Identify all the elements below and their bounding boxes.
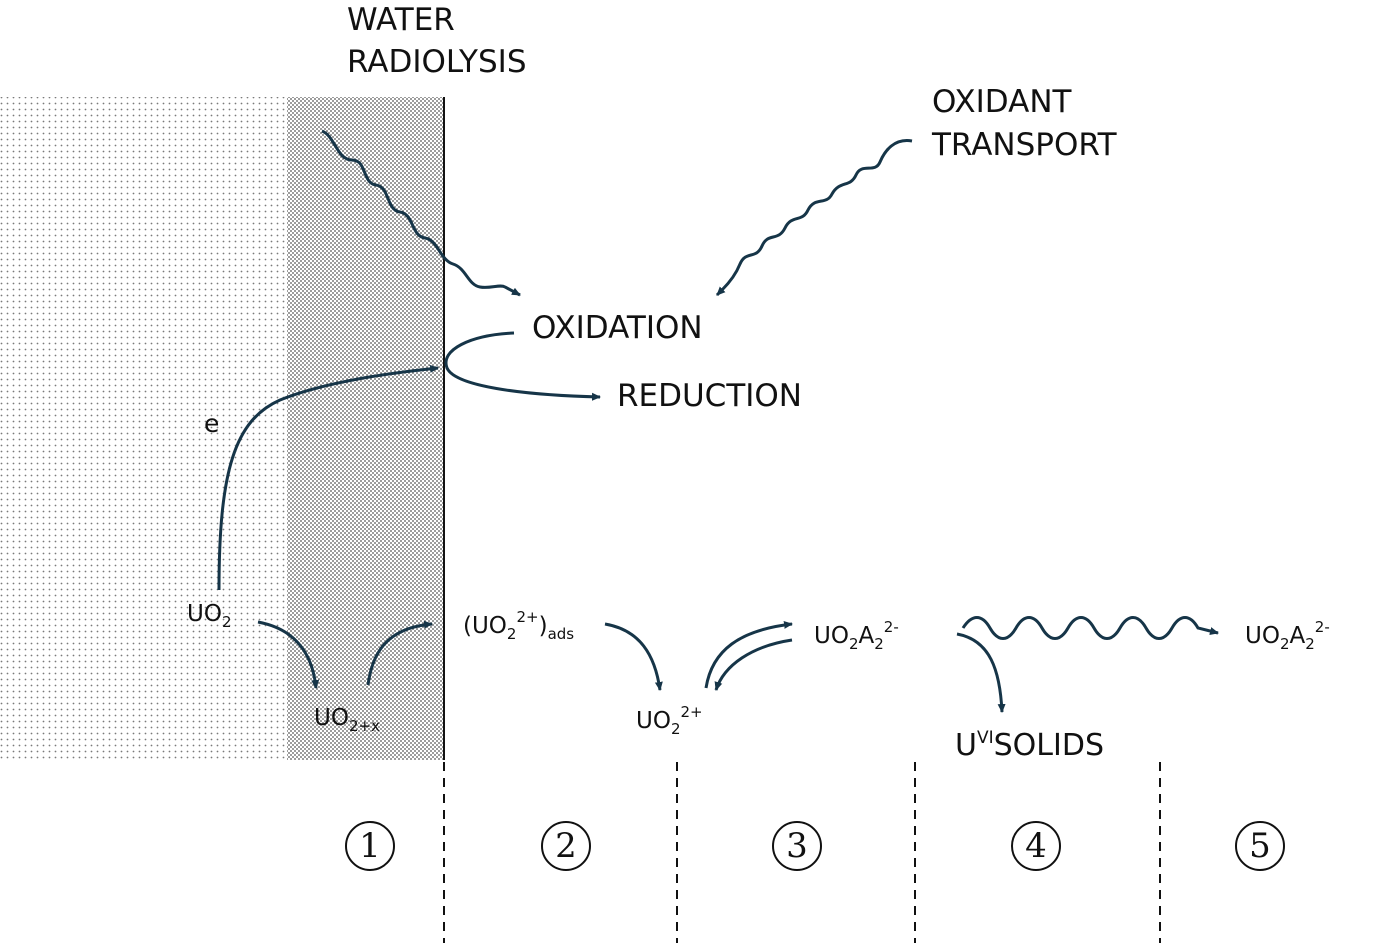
- complex-to-solids-arrow: [956, 632, 1006, 713]
- uo2-to-uo2x-arrow: [257, 620, 320, 689]
- uo2x-to-ads-arrow: [366, 620, 433, 686]
- zone-1-marker: 1: [345, 821, 395, 871]
- electron-transfer-arrow: [217, 364, 439, 591]
- aqueous-transport-arrow: [961, 616, 1219, 640]
- zone-5-marker: 5: [1235, 821, 1285, 871]
- water-radiolysis-arrow: [321, 129, 521, 297]
- species-uo2x: UO2+x: [314, 705, 380, 735]
- oxidant-transport-arrow: [715, 139, 913, 297]
- zone-2-marker: 2: [541, 821, 591, 871]
- oxidized-layer-region: [287, 97, 444, 760]
- water-radiolysis-label-line1: WATER: [347, 2, 455, 38]
- ads-to-uo2-2plus-arrow: [604, 622, 663, 691]
- species-uo2a2-transported: UO2A22-: [1245, 618, 1330, 653]
- water-radiolysis-label-line2: RADIOLYSIS: [347, 44, 527, 80]
- fuel-bulk-region: [0, 97, 287, 760]
- species-uo2-adsorbed: (UO22+)ads: [463, 608, 575, 643]
- zone-3-marker: 3: [772, 821, 822, 871]
- species-uo2a2-complex: UO2A22-: [814, 618, 899, 653]
- oxidant-transport-label-line1: OXIDANT: [932, 84, 1072, 120]
- electron-label: e: [204, 409, 220, 438]
- u-vi-solids-label: UVISOLIDS: [955, 728, 1104, 763]
- oxidant-transport-label-line2: TRANSPORT: [932, 127, 1117, 163]
- redox-curve: [444, 331, 601, 401]
- oxidation-label: OXIDATION: [532, 310, 703, 346]
- uo2-2plus-to-complex-arrow: [704, 620, 793, 689]
- species-uo2-2plus: UO22+: [636, 703, 703, 738]
- reduction-label: REDUCTION: [617, 378, 803, 414]
- species-uo2: UO2: [187, 601, 232, 631]
- complex-to-uo2-2plus-arrow: [714, 638, 793, 691]
- zone-4-marker: 4: [1011, 821, 1061, 871]
